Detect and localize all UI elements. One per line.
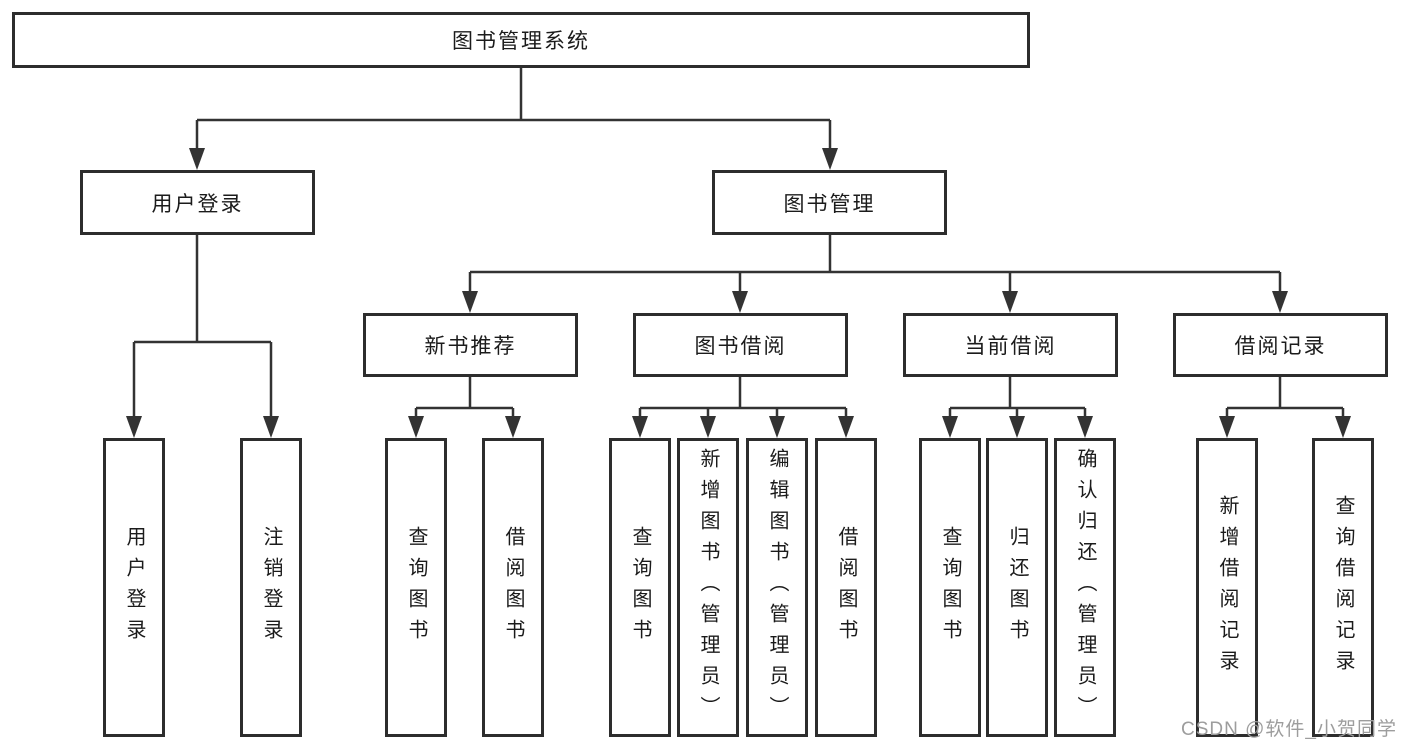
leaf-user-login: 用户登录	[103, 438, 165, 737]
leaf-query-books-current: 查询图书	[919, 438, 981, 737]
connectors-book-borrowing-children	[638, 377, 848, 418]
connectors-new-book-recommend-children	[414, 377, 515, 418]
connectors-book-management-to-level3	[468, 235, 1282, 293]
leaf-borrow-books-borrowing: 借阅图书	[815, 438, 877, 737]
node-library-management-system: 图书管理系统	[12, 12, 1030, 68]
leaf-query-borrow-record: 查询借阅记录	[1312, 438, 1374, 737]
leaf-edit-books-admin: 编辑图书（管理员）	[746, 438, 808, 737]
leaf-return-books: 归还图书	[986, 438, 1048, 737]
leaf-logout: 注销登录	[240, 438, 302, 737]
connectors-current-borrowing-children	[948, 377, 1087, 418]
arrowheads	[126, 148, 1351, 438]
connectors-root-to-level2	[195, 68, 832, 150]
connectors-borrowing-records-children	[1225, 377, 1345, 418]
node-borrowing-records: 借阅记录	[1173, 313, 1388, 377]
node-user-login: 用户登录	[80, 170, 315, 235]
leaf-add-books-admin: 新增图书（管理员）	[677, 438, 739, 737]
node-book-management: 图书管理	[712, 170, 947, 235]
node-book-borrowing: 图书借阅	[633, 313, 848, 377]
leaf-add-borrow-record: 新增借阅记录	[1196, 438, 1258, 737]
leaf-query-books-borrowing: 查询图书	[609, 438, 671, 737]
leaf-query-books-recommend: 查询图书	[385, 438, 447, 737]
connectors-user-login-children	[132, 235, 273, 418]
node-new-book-recommend: 新书推荐	[363, 313, 578, 377]
leaf-borrow-books-recommend: 借阅图书	[482, 438, 544, 737]
leaf-confirm-return-admin: 确认归还（管理员）	[1054, 438, 1116, 737]
csdn-watermark: CSDN @软件_小贺同学	[1181, 719, 1397, 740]
node-current-borrowing: 当前借阅	[903, 313, 1118, 377]
